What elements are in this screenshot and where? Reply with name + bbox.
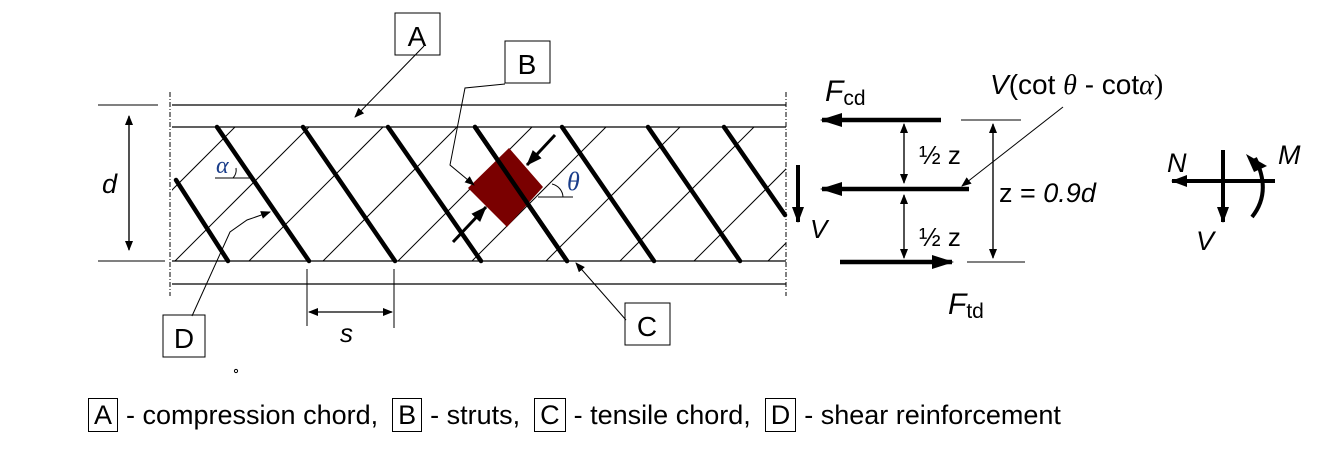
angle-alpha: α bbox=[215, 153, 254, 179]
strut-line bbox=[767, 242, 786, 261]
strut-line bbox=[322, 127, 458, 261]
stirrup bbox=[559, 124, 657, 264]
depth-dimension: d bbox=[98, 104, 165, 262]
svg-text:C: C bbox=[637, 311, 657, 342]
stirrup-over-strut bbox=[472, 124, 570, 264]
strut-line bbox=[619, 127, 755, 261]
angle-theta: θ bbox=[538, 167, 580, 198]
normal-force-label: N bbox=[1167, 148, 1187, 178]
spacing-label: s bbox=[340, 318, 353, 348]
section-shear: V bbox=[792, 165, 830, 244]
stirrup bbox=[173, 177, 231, 264]
legend-key-d: D bbox=[764, 398, 797, 432]
depth-label: d bbox=[102, 169, 118, 199]
stirrup bbox=[645, 124, 743, 264]
force-diagram: Fcd ½ z ½ z z = 0.9d Ftd V(cot θ - cotα) bbox=[820, 69, 1163, 323]
shear-force-label: V bbox=[1196, 226, 1217, 256]
strut-line bbox=[248, 127, 384, 261]
stirrup bbox=[385, 124, 484, 264]
svg-text:D: D bbox=[174, 323, 194, 354]
callout-c: C bbox=[575, 262, 671, 346]
strut-line bbox=[545, 127, 681, 261]
legend-text-d: - shear reinforcement bbox=[804, 399, 1061, 430]
stray-dot bbox=[233, 368, 239, 374]
legend: A - compression chord, B - struts, C - t… bbox=[88, 396, 1075, 434]
tension-force-label: Ftd bbox=[948, 288, 984, 323]
stirrup bbox=[300, 124, 398, 264]
strut-line bbox=[471, 127, 607, 261]
svg-text:B: B bbox=[518, 49, 537, 80]
strut-compression-arrow-bottom bbox=[451, 205, 488, 244]
callout-b: B bbox=[449, 40, 551, 186]
half-z-top-label: ½ z bbox=[919, 140, 961, 170]
legend-text-b: - struts, bbox=[430, 399, 521, 430]
strut-line bbox=[693, 168, 786, 261]
legend-key-a: A bbox=[88, 398, 119, 432]
strut-element bbox=[451, 124, 570, 264]
strut-line bbox=[172, 127, 236, 191]
legend-key-c: C bbox=[534, 398, 566, 432]
alpha-label: α bbox=[216, 153, 229, 179]
spacing-dimension: s bbox=[306, 269, 395, 348]
theta-label: θ bbox=[567, 167, 580, 196]
legend-text-a: - compression chord, bbox=[126, 399, 379, 430]
legend-key-b: B bbox=[392, 398, 423, 432]
strut-block bbox=[468, 148, 543, 227]
strut-line bbox=[174, 127, 310, 261]
callout-d: D bbox=[162, 211, 271, 358]
moment-label: M bbox=[1278, 140, 1301, 170]
compression-force-label: Fcd bbox=[825, 75, 866, 110]
stirrup bbox=[721, 124, 788, 218]
sign-convention: N M V bbox=[1167, 140, 1301, 256]
lever-arm-label: z = 0.9d bbox=[999, 178, 1097, 208]
section-shear-label: V bbox=[810, 214, 830, 244]
strut-compression-arrow-top bbox=[525, 133, 557, 167]
callout-a: A bbox=[354, 12, 441, 118]
half-z-bottom-label: ½ z bbox=[919, 222, 961, 252]
legend-text-c: - tensile chord, bbox=[573, 399, 751, 430]
svg-text:A: A bbox=[408, 21, 427, 52]
stirrup bbox=[214, 124, 312, 264]
additional-force-label: V(cot θ - cotα) bbox=[990, 69, 1163, 101]
